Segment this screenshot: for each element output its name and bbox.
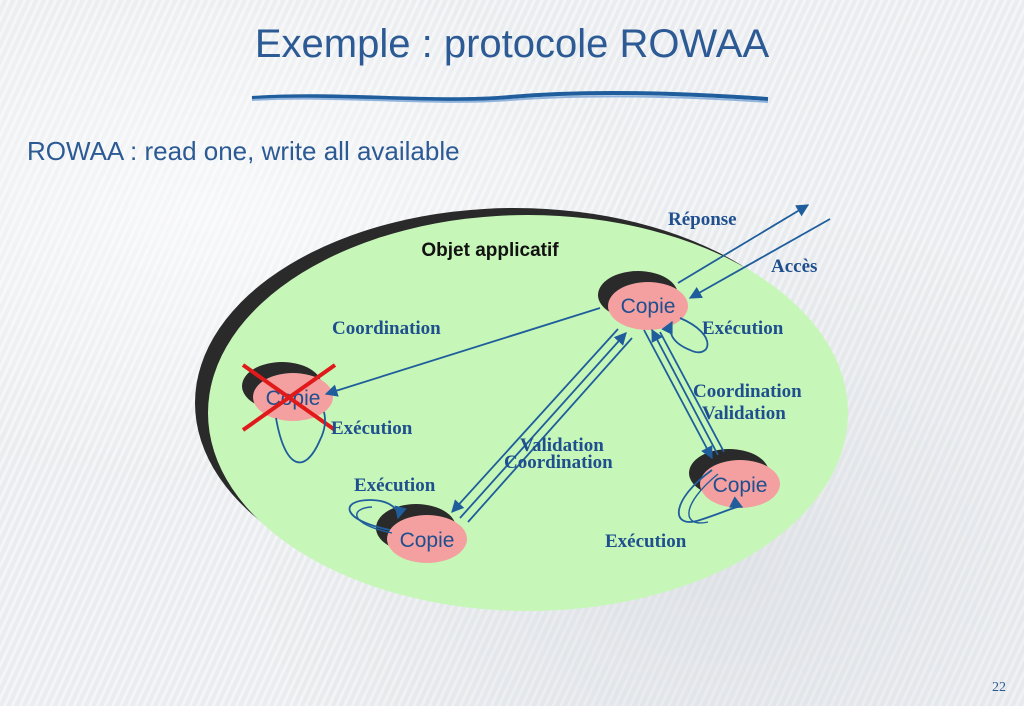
- slide-title: Exemple : protocole ROWAA: [254, 22, 770, 66]
- reponse-label: Réponse: [668, 209, 737, 230]
- execution-bottom-left-loop-2: [356, 506, 393, 534]
- reponse-arrow: [677, 204, 810, 284]
- copie-top-node: Copie: [598, 271, 688, 330]
- execution-top-label: Exécution: [702, 318, 784, 339]
- execution-failed-label: Exécution: [331, 418, 413, 439]
- page-number: 22: [992, 680, 1006, 695]
- acces-arrow: [688, 218, 831, 299]
- coordination-center-arrow: [459, 332, 627, 519]
- execution-bottom-right-label: Exécution: [605, 531, 687, 552]
- execution-top-loop: [661, 317, 709, 354]
- copie-top-label: Copie: [621, 295, 676, 318]
- validation-right-arrow: [651, 328, 719, 456]
- validation-right-label: Validation: [702, 403, 786, 424]
- copie-bottom-left-label: Copie: [400, 529, 455, 552]
- failure-cross-icon: [241, 363, 337, 432]
- title-underline-decoration: [251, 90, 769, 103]
- copie-right-node: Copie: [689, 449, 780, 508]
- execution-failed-loop: [275, 411, 326, 464]
- center-link-line: [467, 337, 633, 523]
- execution-bottom-left-label: Exécution: [354, 475, 436, 496]
- execution-right-loop: [677, 469, 744, 523]
- application-object-label: Objet applicatif: [421, 240, 559, 261]
- validation-center-label: Validation: [520, 435, 604, 456]
- copie-right-label: Copie: [713, 474, 768, 497]
- validation-center-arrow: [451, 328, 619, 513]
- slide-subtitle: ROWAA : read one, write all available: [27, 136, 460, 166]
- application-object-ellipse: [208, 215, 848, 611]
- coordination-right-arrow: [643, 329, 713, 460]
- coordination-left-arrow: [324, 307, 601, 397]
- acces-label: Accès: [771, 256, 817, 277]
- coordination-right-label: Coordination: [693, 381, 802, 402]
- right-link-line: [659, 331, 725, 453]
- execution-right-loop-2: [688, 473, 719, 524]
- execution-bottom-left-loop: [348, 499, 407, 531]
- coordination-left-label: Coordination: [332, 318, 441, 339]
- coordination-center-label: Coordination: [504, 452, 613, 473]
